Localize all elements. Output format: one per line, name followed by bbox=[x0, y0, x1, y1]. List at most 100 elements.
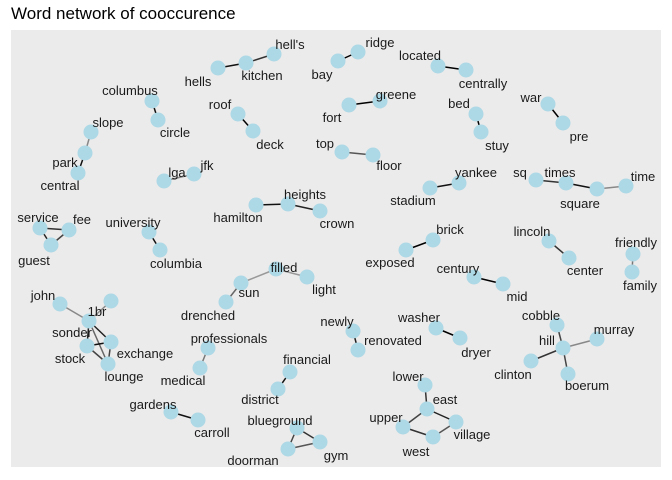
node-label-exchange: exchange bbox=[117, 346, 173, 361]
node-label-family: family bbox=[623, 278, 657, 293]
node-hells bbox=[210, 60, 226, 76]
node-label-columbia: columbia bbox=[150, 256, 203, 271]
node-label-sq: sq bbox=[513, 165, 527, 180]
node-label-time: time bbox=[631, 169, 656, 184]
node-deck bbox=[245, 123, 261, 139]
node-times bbox=[558, 175, 574, 191]
node-war bbox=[540, 96, 556, 112]
node-lower bbox=[417, 377, 433, 393]
chart-title: Word network of cooccurence bbox=[11, 4, 236, 23]
node-mid bbox=[495, 276, 511, 292]
node-friendly bbox=[625, 246, 641, 262]
node-label-lower: lower bbox=[392, 369, 424, 384]
node-label-exposed: exposed bbox=[365, 255, 414, 270]
node-murray bbox=[589, 331, 605, 347]
node-century bbox=[466, 269, 482, 285]
node-label-top: top bbox=[316, 136, 334, 151]
node-label-east: east bbox=[433, 392, 458, 407]
node-john bbox=[52, 296, 68, 312]
node-label-crown: crown bbox=[320, 216, 355, 231]
node-label-yankee: yankee bbox=[455, 165, 497, 180]
node-stuy bbox=[473, 124, 489, 140]
node-pre bbox=[555, 115, 571, 131]
node-columbia bbox=[152, 242, 168, 258]
node-service bbox=[32, 220, 48, 236]
node-newly bbox=[345, 323, 361, 339]
node-family bbox=[624, 264, 640, 280]
node-label-hill: hill bbox=[539, 333, 555, 348]
node-label-war: war bbox=[520, 90, 543, 105]
node-crown bbox=[312, 203, 328, 219]
node-label-west: west bbox=[402, 444, 430, 459]
node-label-dryer: dryer bbox=[461, 345, 491, 360]
node-label-university: university bbox=[106, 215, 161, 230]
node-top bbox=[334, 144, 350, 160]
node-label-sun: sun bbox=[239, 285, 260, 300]
node-blueground bbox=[289, 420, 305, 436]
node-label-lga: lga bbox=[168, 165, 186, 180]
node-label-located: located bbox=[399, 48, 441, 63]
node-label-floor: floor bbox=[376, 158, 402, 173]
node-roof bbox=[230, 106, 246, 122]
node-label-guest: guest bbox=[18, 253, 50, 268]
node-yankee bbox=[451, 175, 467, 191]
node-university bbox=[141, 224, 157, 240]
node-label-slope: slope bbox=[92, 115, 123, 130]
node-stadium bbox=[422, 180, 438, 196]
node-lounge bbox=[100, 356, 116, 372]
node-label-circle: circle bbox=[160, 125, 190, 140]
node-bed bbox=[468, 106, 484, 122]
node-cobble bbox=[549, 317, 565, 333]
node-label-deck: deck bbox=[256, 137, 284, 152]
node-sun bbox=[233, 275, 249, 291]
node-label-roof: roof bbox=[209, 97, 232, 112]
node-exchange bbox=[103, 334, 119, 350]
node-label-kitchen: kitchen bbox=[241, 68, 282, 83]
node-label-center: center bbox=[567, 263, 604, 278]
node-label-hells: hells bbox=[185, 74, 212, 89]
node-square bbox=[589, 181, 605, 197]
node-dryer bbox=[452, 330, 468, 346]
nodes-layer bbox=[32, 44, 641, 457]
node-label-ridge: ridge bbox=[366, 35, 395, 50]
node-label-fort: fort bbox=[323, 110, 342, 125]
node-stock bbox=[79, 338, 95, 354]
node-exposed bbox=[398, 242, 414, 258]
node-label-medical: medical bbox=[161, 373, 206, 388]
node-label-professionals: professionals bbox=[191, 331, 268, 346]
node-label-service: service bbox=[17, 210, 58, 225]
node-label-lincoln: lincoln bbox=[514, 224, 551, 239]
node-center bbox=[561, 250, 577, 266]
node-west bbox=[425, 429, 441, 445]
node-lga bbox=[156, 173, 172, 189]
node-kitchen bbox=[238, 55, 254, 71]
node-label-stadium: stadium bbox=[390, 193, 436, 208]
node-label-mid: mid bbox=[507, 289, 528, 304]
node-label-stuy: stuy bbox=[485, 138, 509, 153]
node-label-doorman: doorman bbox=[227, 453, 278, 468]
node-label-upper: upper bbox=[369, 410, 403, 425]
node-label-gardens: gardens bbox=[130, 397, 177, 412]
node-label-park: park bbox=[52, 155, 78, 170]
node-boerum bbox=[560, 366, 576, 382]
edge-sonder-lounge bbox=[88, 320, 109, 365]
node-label-greene: greene bbox=[376, 87, 416, 102]
node-label-stock: stock bbox=[55, 351, 86, 366]
node-time bbox=[618, 178, 634, 194]
node-drenched bbox=[218, 294, 234, 310]
node-professionals bbox=[200, 340, 216, 356]
node-hill bbox=[555, 340, 571, 356]
node-label-century: century bbox=[437, 261, 480, 276]
node-label-lounge: lounge bbox=[104, 369, 143, 384]
node-heights bbox=[280, 196, 296, 212]
node-clinton bbox=[523, 353, 539, 369]
node-columbus bbox=[144, 93, 160, 109]
node-label-renovated: renovated bbox=[364, 333, 422, 348]
node-label-square: square bbox=[560, 196, 600, 211]
node-lincoln bbox=[541, 233, 557, 249]
node-label-john: john bbox=[30, 288, 56, 303]
node-renovated bbox=[350, 342, 366, 358]
node-label-light: light bbox=[312, 282, 336, 297]
